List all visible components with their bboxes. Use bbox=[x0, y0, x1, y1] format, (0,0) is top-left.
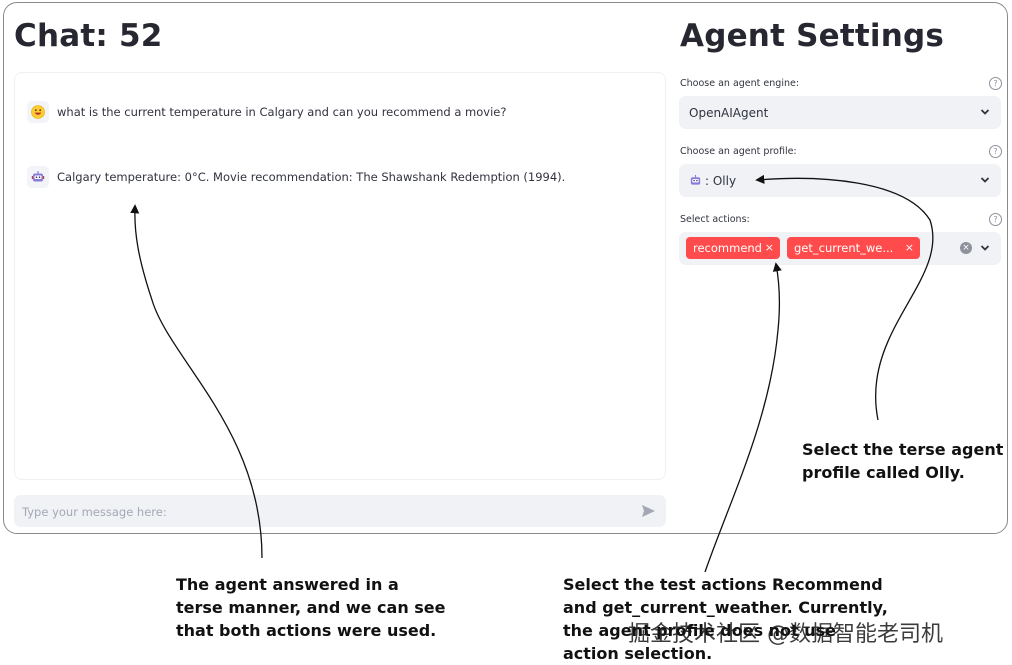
annotation-line: Select the test actions Recommend bbox=[563, 575, 883, 594]
annotation-arrow-left bbox=[130, 204, 263, 559]
assistant-message: Calgary temperature: 0°C. Movie recommen… bbox=[27, 166, 565, 188]
clear-icon[interactable]: × bbox=[960, 242, 972, 254]
annotation-line: terse manner, and we can see bbox=[176, 598, 446, 617]
chat-input-bar bbox=[14, 495, 666, 527]
watermark: 掘金技术社区 @数据智能老司机 bbox=[628, 622, 943, 647]
robot-icon bbox=[689, 174, 702, 187]
annotation-line: and get_current_weather. Currently, bbox=[563, 598, 888, 617]
annotation-arrow-right bbox=[755, 174, 934, 421]
help-icon[interactable]: ? bbox=[989, 213, 1002, 226]
annotation-line: The agent answered in a bbox=[176, 575, 399, 594]
chat-title: Chat: 52 bbox=[14, 18, 163, 54]
grinning-face-icon bbox=[27, 101, 49, 123]
annotation-left: The agent answered in a terse manner, an… bbox=[176, 573, 446, 642]
action-tag-label: recommend bbox=[693, 241, 762, 255]
profile-select-value: : Olly bbox=[705, 173, 737, 188]
annotation-line: the agent profile does not use bbox=[563, 621, 837, 640]
profile-label: Choose an agent profile: bbox=[680, 146, 797, 157]
assistant-message-text: Calgary temperature: 0°C. Movie recommen… bbox=[57, 170, 566, 184]
chevron-down-icon bbox=[980, 177, 990, 183]
annotation-arrow-middle bbox=[704, 262, 782, 573]
chevron-down-icon bbox=[980, 245, 990, 251]
annotation-line: profile called Olly. bbox=[802, 463, 965, 482]
action-tag-recommend[interactable]: recommend × bbox=[686, 237, 780, 259]
engine-label: Choose an agent engine: bbox=[680, 78, 800, 89]
robot-icon bbox=[27, 166, 49, 188]
engine-select-value: OpenAIAgent bbox=[689, 105, 769, 120]
annotation-line: that both actions were used. bbox=[176, 621, 437, 640]
action-tag-get-current-weather[interactable]: get_current_we... × bbox=[787, 237, 920, 259]
annotation-middle: Select the test actions Recommend and ge… bbox=[563, 573, 888, 665]
annotation-line: action selection. bbox=[563, 644, 713, 663]
app-window bbox=[3, 2, 1008, 534]
send-icon[interactable] bbox=[641, 504, 656, 518]
user-message: what is the current temperature in Calga… bbox=[27, 101, 506, 123]
annotation-line: Select the terse agent bbox=[802, 440, 1004, 459]
annotation-right: Select the terse agent profile called Ol… bbox=[802, 438, 1003, 484]
close-icon[interactable]: × bbox=[904, 241, 914, 254]
engine-select[interactable]: OpenAIAgent bbox=[679, 96, 1001, 129]
actions-label: Select actions: bbox=[680, 214, 750, 225]
settings-title: Agent Settings bbox=[680, 18, 945, 54]
chat-input[interactable] bbox=[20, 501, 624, 523]
help-icon[interactable]: ? bbox=[989, 145, 1002, 158]
chevron-down-icon bbox=[980, 109, 990, 115]
help-icon[interactable]: ? bbox=[989, 77, 1002, 90]
chat-history-panel bbox=[14, 72, 666, 480]
user-message-text: what is the current temperature in Calga… bbox=[57, 105, 507, 119]
close-icon[interactable]: × bbox=[764, 241, 774, 254]
action-tag-label: get_current_we... bbox=[794, 241, 894, 255]
